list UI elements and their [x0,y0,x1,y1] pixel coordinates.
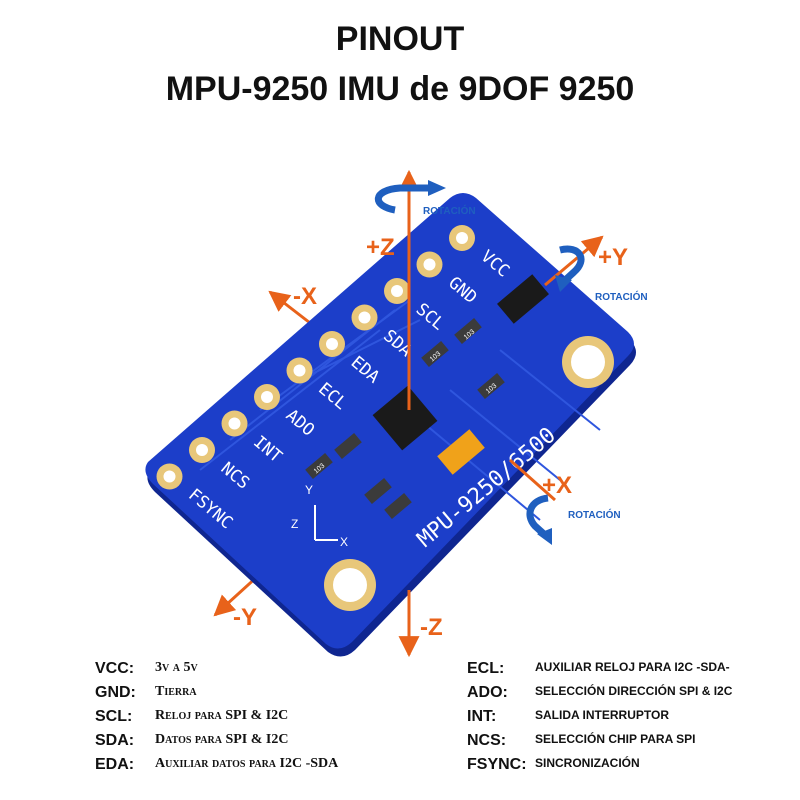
legend-value: Tierra [155,684,197,699]
legend-row: GND: Tierra [95,684,475,706]
label-minus-y: -Y [233,604,257,631]
pcb-board: 103 103 103 103 MPU-9250/6500 VCCGNDSCLS… [145,193,636,657]
label-plus-y: +Y [598,244,628,271]
rotation-label-z: ROTACIÓN [423,204,476,217]
rotation-arrow-z [374,184,430,214]
y-axis-line [544,235,604,287]
legend-value: Reloj para SPI & I2C [155,708,289,723]
legend-row: SDA: Datos para SPI & I2C [95,732,475,754]
legend-value: AUXILIAR RELOJ PARA I2C -SDA- [535,660,730,674]
voltage-regulator [497,274,549,324]
legend-row: ADO: SELECCIÓN DIRECCIÓN SPI & I2C [467,684,797,706]
legend-key: FSYNC: [467,756,527,773]
legend-value: SELECCIÓN CHIP PARA SPI [535,732,696,746]
silk-axis-x: X [340,535,348,549]
legend-value: SELECCIÓN DIRECCIÓN SPI & I2C [535,684,733,698]
legend-key: ADO: [467,684,508,701]
legend-row: NCS: SELECCIÓN CHIP PARA SPI [467,732,797,754]
legend-row: INT: SALIDA INTERRUPTOR [467,708,797,730]
legend-row: SCL: Reloj para SPI & I2C [95,708,475,730]
legend-key: INT: [467,708,497,725]
legend-key: SCL: [95,708,133,725]
rotation-label-y: ROTACIÓN [595,290,648,303]
legend-row: ECL: AUXILIAR RELOJ PARA I2C -SDA- [467,660,797,682]
legend-key: NCS: [467,732,507,749]
legend-key: VCC: [95,660,135,677]
legend-value: SINCRONIZACIÓN [535,756,640,770]
legend-value: SALIDA INTERRUPTOR [535,708,670,722]
rotation-label-x: ROTACIÓN [568,508,621,521]
legend-key: GND: [95,684,136,701]
label-plus-x: +X [542,472,572,499]
legend-key: EDA: [95,756,135,773]
legend-key: SDA: [95,732,135,749]
x-axis-line [509,458,556,502]
legend-row: VCC: 3v a 5v [95,660,475,682]
legend-value: Auxiliar datos para I2C -SDA [155,756,339,771]
label-minus-z: -Z [420,614,443,641]
legend-value: 3v a 5v [155,660,198,675]
silk-axis-y: Y [305,483,313,497]
legend-row: EDA: Auxiliar datos para I2C -SDA [95,756,475,778]
rotation-arrow-x [526,494,549,538]
silk-axis-z: Z [291,517,298,531]
title-module-name: MPU-9250 IMU de 9DOF 9250 [165,70,635,108]
title-pinout: PINOUT [335,20,465,58]
legend-key: ECL: [467,660,505,677]
legend-row: FSYNC: SINCRONIZACIÓN [467,756,797,778]
label-minus-x: -X [293,283,317,310]
legend-value: Datos para SPI & I2C [155,732,289,747]
tantalum-capacitor [437,429,485,475]
imu-chip [372,385,438,451]
rotation-arrow-y [559,245,585,286]
label-plus-z: +Z [366,234,395,261]
